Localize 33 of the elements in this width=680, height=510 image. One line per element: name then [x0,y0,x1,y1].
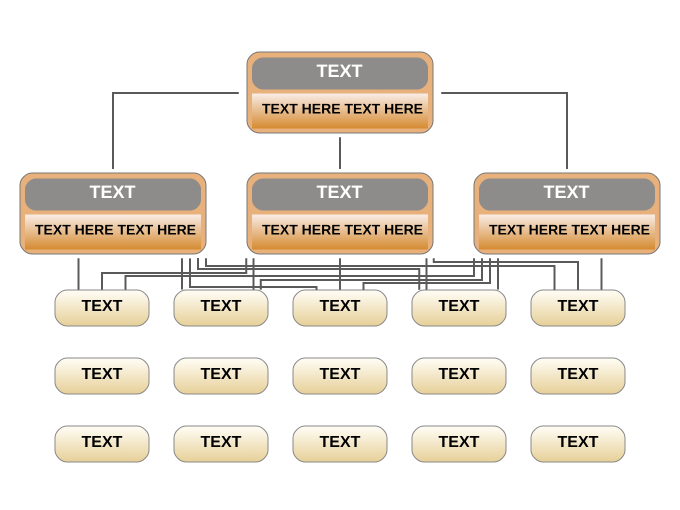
connector [197,258,420,290]
node-box: TEXT [174,358,268,394]
node-box: TEXT [174,426,268,462]
connector [124,258,475,290]
node-box: TEXT [412,358,506,394]
node-box: TEXT [292,290,388,326]
connector [205,258,556,290]
connector [339,137,341,169]
connector [600,258,602,290]
node-box: TEXT [530,358,626,394]
connector [426,258,428,290]
connector [432,258,579,290]
node-box: TEXT [54,426,150,462]
node-box: TEXT [54,290,150,326]
connector [362,258,491,290]
node-box: TEXT [174,290,268,326]
node-box: TEXT [292,358,388,394]
connector [339,258,341,290]
node-box: TEXT [530,426,626,462]
node-box: TEXT [412,290,506,326]
node-box: TEXT [292,426,388,462]
node-box: TEXT [54,358,150,394]
node-box: TEXT [530,290,626,326]
connector [78,258,80,290]
node-box: TEXT [412,426,506,462]
connector [112,92,239,169]
connector [189,258,318,290]
connector [441,92,568,169]
connector [252,258,254,290]
connector [260,258,483,290]
connector [181,258,183,290]
connector [101,258,248,290]
connector [497,258,499,290]
